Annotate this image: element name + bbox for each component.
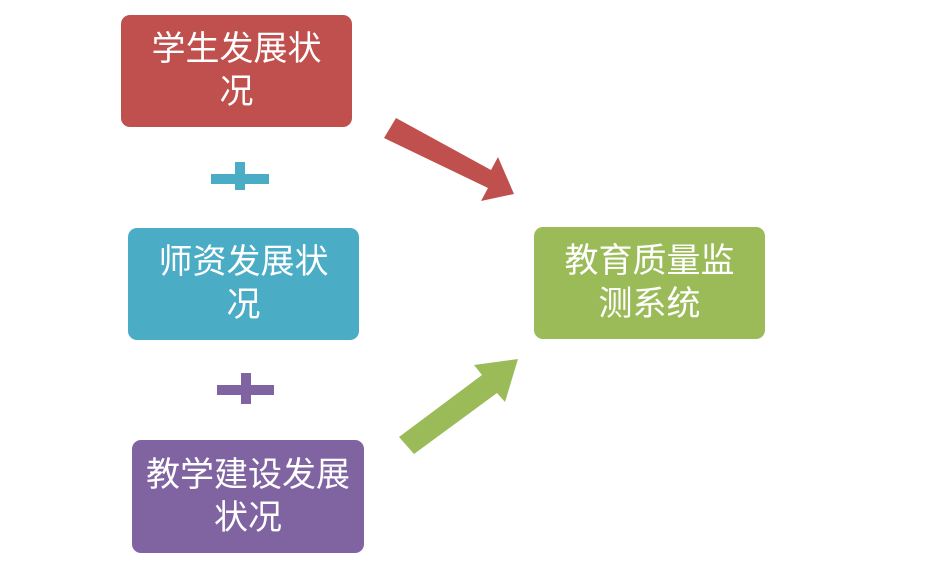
student-development-label: 学生发展状况	[151, 29, 322, 112]
plus-icon	[211, 162, 269, 190]
teaching-construction-box: 教学建设发展状况	[132, 440, 364, 553]
quality-monitoring-system-box: 教育质量监测系统	[534, 227, 765, 339]
teacher-development-box: 师资发展状况	[128, 228, 359, 340]
plus-icon	[217, 373, 274, 404]
quality-monitoring-system-label: 教育质量监测系统	[564, 241, 735, 324]
teacher-development-label: 师资发展状况	[158, 242, 329, 325]
student-development-box: 学生发展状况	[121, 15, 352, 127]
arrow-up-right-icon	[399, 359, 518, 454]
arrow-down-right-icon	[384, 118, 514, 201]
teaching-construction-label: 教学建设发展状况	[146, 454, 350, 538]
